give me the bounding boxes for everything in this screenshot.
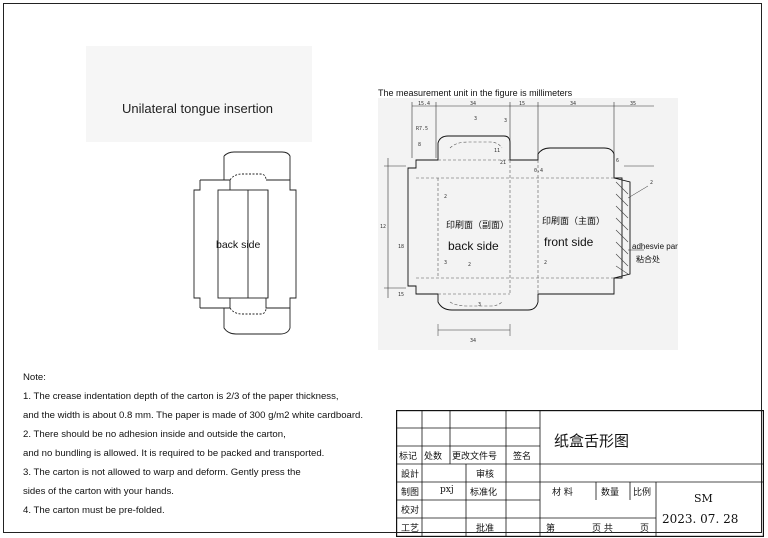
sketch-back-side-label: back side <box>216 239 261 251</box>
dim-d1: 15.4 <box>418 101 430 107</box>
review-label: 审核 <box>476 470 495 480</box>
dim-d20: 2 <box>650 180 653 186</box>
check-label: 校对 <box>401 506 420 516</box>
note-line: 2. There should be no adhesion inside an… <box>23 429 286 440</box>
title-block-grid <box>396 410 764 537</box>
notes: Note: 1. The crease indentation depth of… <box>23 368 363 520</box>
note-line: 4. The carton must be pre-folded. <box>23 505 165 516</box>
carton-sketch: back side <box>193 151 297 335</box>
dim-d4: 34 <box>570 101 576 107</box>
draw-label: 制图 <box>401 488 420 498</box>
note-line: and no bundling is allowed. It is requir… <box>23 448 325 459</box>
dim-d22: 3 <box>478 302 481 308</box>
dim-d21: 2 <box>544 260 547 266</box>
dim-d6: R7.5 <box>416 126 428 132</box>
dim-d9: 11 <box>494 148 500 154</box>
design-label: 設計 <box>401 470 420 480</box>
drawing-frame <box>3 3 762 533</box>
dim-d18: 34 <box>470 338 476 344</box>
page-mid: 页 共 <box>592 524 613 534</box>
code-value: SM <box>694 492 713 505</box>
material-label: 材 料 <box>552 488 573 498</box>
unilateral-title-panel: Unilateral tongue insertion <box>86 46 312 142</box>
glue-flap <box>613 177 631 279</box>
craft-label: 工艺 <box>401 524 420 534</box>
adhesive-cn: 粘合处 <box>636 254 660 264</box>
notes-title: Note: <box>23 372 46 383</box>
note-line: 3. The carton is not allowed to warp and… <box>23 467 301 478</box>
dim-d14: 2 <box>444 194 447 200</box>
standard-label: 标准化 <box>470 488 498 498</box>
dim-d19: 6 <box>616 158 619 164</box>
dieline-drawing: 15.4 34 15 34 35 R7.5 3 3 11 21 8 12 0.4… <box>378 98 678 350</box>
dim-d12: 12 <box>380 224 386 230</box>
front-side-label: front side <box>544 235 594 249</box>
drafter-value: pxj <box>440 485 454 495</box>
approve-label: 批准 <box>476 524 495 534</box>
dim-d17: 2 <box>468 262 471 268</box>
front-side-cn: 印刷面（主面） <box>542 215 605 226</box>
unilateral-title: Unilateral tongue insertion <box>122 101 274 116</box>
note-line: sides of the carton with your hands. <box>23 486 174 497</box>
page-prefix: 第 <box>546 524 556 534</box>
date-value: 2023. 07. 28 <box>662 512 739 526</box>
back-side-cn: 印刷面（副面） <box>446 219 509 230</box>
title-block: 纸盒舌形图 标记 处数 更改文件号 签名 設計 审核 制图 pxj 标准化 校对… <box>396 410 764 537</box>
page-suffix: 页 <box>640 524 650 534</box>
dim-d16: 18 <box>398 244 404 250</box>
count-header: 处数 <box>424 452 443 462</box>
quantity-label: 数量 <box>601 488 620 498</box>
change-doc-header: 更改文件号 <box>452 452 498 462</box>
dim-d23: 15 <box>398 292 404 298</box>
dieline-outline <box>407 135 623 311</box>
dim-d13: 0.4 <box>534 168 543 174</box>
ratio-label: 比例 <box>633 488 652 498</box>
note-line: and the width is about 0.8 mm. The paper… <box>23 410 364 421</box>
measurement-note: The measurement unit in the figure is mi… <box>378 88 573 98</box>
dim-d5: 35 <box>630 101 636 107</box>
mark-header: 标记 <box>399 452 418 462</box>
dim-d3: 15 <box>519 101 525 107</box>
dim-d11: 8 <box>418 142 421 148</box>
sketch-bottom-tongue <box>223 308 291 335</box>
dim-d2: 34 <box>470 101 476 107</box>
dim-d10: 21 <box>500 160 506 166</box>
sketch-top-tongue <box>223 151 291 180</box>
dim-d7: 3 <box>474 116 477 122</box>
dim-d15: 3 <box>444 260 447 266</box>
adhesive-label: adhesvie part <box>632 242 678 251</box>
drawing-name: 纸盒舌形图 <box>554 432 630 450</box>
note-line: 1. The crease indentation depth of the c… <box>23 391 339 402</box>
dim-d8: 3 <box>504 118 507 124</box>
back-side-label: back side <box>448 239 499 253</box>
sign-header: 签名 <box>513 452 532 462</box>
